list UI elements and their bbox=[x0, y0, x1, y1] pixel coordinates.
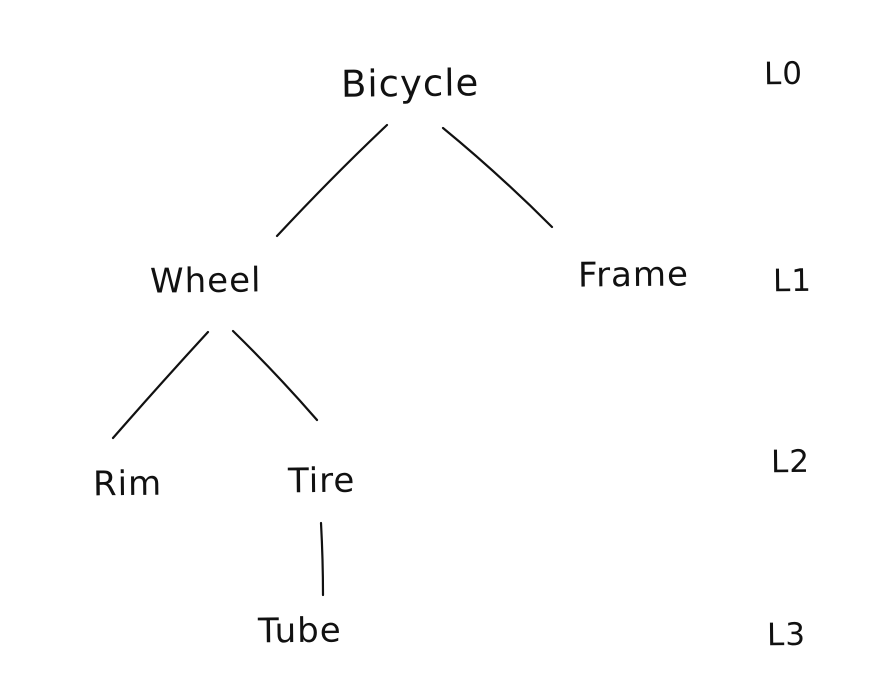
node-frame: Frame bbox=[577, 254, 690, 296]
edge-tire-tube bbox=[319, 521, 325, 597]
node-tube: Tube bbox=[257, 610, 342, 652]
level-label-l1: L1 bbox=[772, 262, 813, 300]
level-label-l2: L2 bbox=[770, 443, 811, 481]
node-bicycle: Bicycle bbox=[340, 61, 480, 106]
edge-wheel-rim bbox=[111, 330, 210, 440]
level-label-l0: L0 bbox=[763, 55, 804, 93]
level-label-l3: L3 bbox=[766, 616, 807, 654]
edge-wheel-tire bbox=[231, 329, 319, 422]
edge-bicycle-wheel bbox=[275, 123, 389, 238]
node-wheel: Wheel bbox=[149, 260, 262, 302]
edge-bicycle-frame bbox=[441, 126, 554, 229]
node-tire: Tire bbox=[287, 460, 356, 502]
node-rim: Rim bbox=[92, 463, 163, 505]
